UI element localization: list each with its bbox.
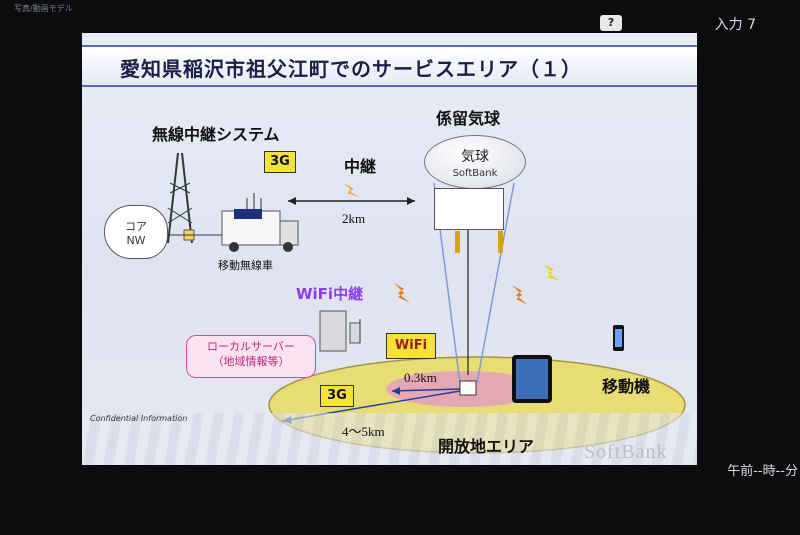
distance-03km: 0.3km [404,370,437,385]
presentation-slide: 愛知県稲沢市祖父江町でのサービスエリア（１） [82,33,697,465]
balloon-gondola [434,188,504,230]
tag-3g-top: 3G [264,151,296,173]
footer-pattern [82,413,697,465]
balloon-icon: 気球 SoftBank [424,135,526,189]
open-area-label: 開放地エリア [438,437,535,456]
confidential-label: Confidential Information [90,414,188,423]
local-server-subtitle: （地域情報等） [212,355,290,368]
network-diagram [166,152,686,454]
tethered-balloon-label: 係留気球 [436,109,501,128]
signal-bolt-2 [512,285,528,305]
mobile-truck-icon [221,193,299,252]
core-network-cloud: コア NW [104,205,168,259]
range-03km-arrow [391,388,461,392]
slide-title: 愛知県稲沢市祖父江町でのサービスエリア（１） [120,57,582,81]
tag-3g-bottom: 3G [320,385,354,407]
monitor-status-text: 写真/動画モデル [14,4,73,13]
balloon-text: 気球 [461,149,489,165]
radio-signal-icon [344,183,360,197]
clock-readout: 午前--時--分 [727,464,798,479]
mobile-truck-label: 移動無線車 [218,259,273,272]
distance-45km: 4～5km [342,424,385,439]
access-point-icon [459,380,477,396]
local-server-title: ローカルサーバー [207,340,295,353]
relay-label: 中継 [344,157,377,176]
wifi-relay-label: WiFi中継 [296,285,364,303]
core-label: コア [125,220,147,233]
local-server-callout: ローカルサーバー （地域情報等） [186,335,316,378]
distance-2km: 2km [342,211,366,226]
mobile-device-label: 移動機 [602,377,651,396]
tag-wifi: WiFi [386,333,436,359]
help-icon[interactable]: ? [600,15,622,31]
input-source-label: 入力 7 [714,17,756,33]
signal-bolt-1 [394,283,410,303]
server-icon [319,310,361,352]
cell-tower-icon [167,152,195,244]
softbank-footer-logo: SoftBank [584,441,668,463]
nw-label: NW [126,234,146,247]
title-band: 愛知県稲沢市祖父江町でのサービスエリア（１） [82,45,697,87]
cone-line-right [476,182,515,384]
signal-bolt-3 [544,265,560,281]
wireless-relay-system-label: 無線中継システム [152,125,280,144]
balloon-brand: SoftBank [452,168,498,179]
